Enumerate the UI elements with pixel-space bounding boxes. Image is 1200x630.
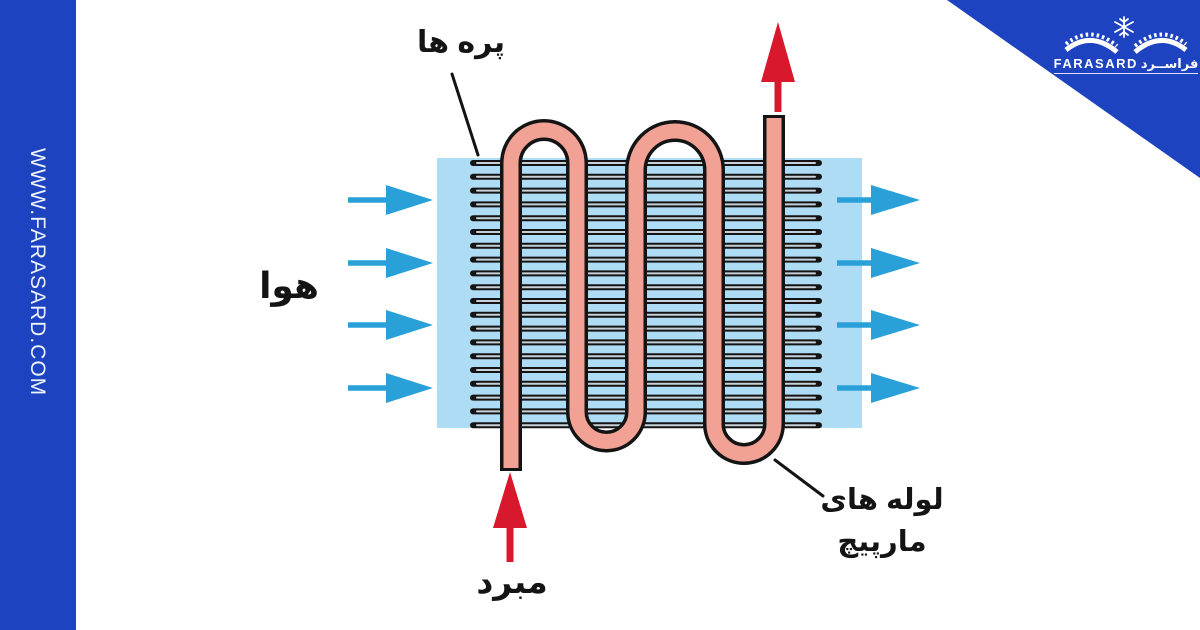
label-air: هوا: [259, 265, 319, 306]
air-arrows-group: [348, 185, 920, 403]
refrigerant-in-arrow-icon: [493, 472, 527, 562]
tubes-pointer-line: [773, 458, 825, 498]
brand-name-latin: FARASARD: [1053, 56, 1138, 71]
air-arrow-right-head: [871, 185, 920, 215]
serpentine-tube: [503, 118, 782, 468]
refrigerant-out-arrow-icon: [761, 22, 795, 112]
brand-logo-art: [1064, 16, 1188, 54]
snowflake-icon: [1114, 16, 1134, 38]
sidebar: WWW.FARASARD.COM: [0, 0, 76, 630]
air-arrow-right-head: [871, 248, 920, 278]
fins-group: [470, 160, 822, 429]
website-url: WWW.FARASARD.COM: [26, 148, 49, 397]
brand-name-persian: فراســرد: [1140, 56, 1199, 71]
air-arrow-right-head: [871, 373, 920, 403]
label-fins: پره ها: [416, 26, 506, 59]
air-arrow-left-head: [386, 373, 433, 403]
label-refrigerant: مبرد: [476, 563, 548, 600]
air-arrow-left-head: [386, 185, 433, 215]
label-spiral-tubes-line1: لوله های: [820, 484, 944, 516]
air-arrow-right-head: [871, 310, 920, 340]
label-spiral-tubes: لوله های مارپیچ: [812, 479, 952, 563]
air-arrow-left-head: [386, 248, 433, 278]
coil-bands-icon: [1064, 32, 1188, 54]
air-arrow-left-head: [386, 310, 433, 340]
fins-pointer-line: [450, 72, 480, 157]
label-spiral-tubes-line2: مارپیچ: [837, 526, 927, 559]
fin-core: [476, 424, 816, 427]
